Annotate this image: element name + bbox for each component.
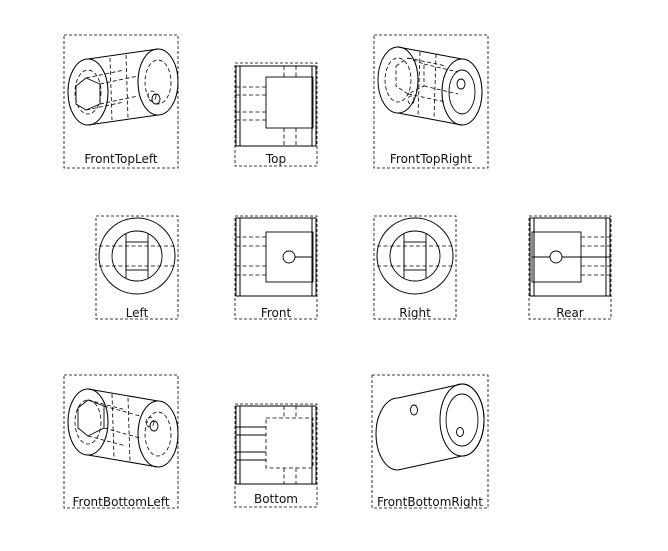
view-bottom[interactable]: Bottom [234, 403, 318, 508]
view-right[interactable]: Right [373, 215, 457, 320]
view-label: Top [265, 152, 286, 166]
view-frame [95, 215, 179, 320]
view-frame [234, 403, 318, 508]
iso-drawing [377, 46, 483, 126]
bottom-drawing [235, 405, 317, 485]
view-label: Left [126, 306, 149, 320]
view-label: FrontTopRight [390, 152, 472, 166]
rear-drawing [529, 217, 611, 297]
view-label: FrontTopLeft [84, 152, 157, 166]
view-frame [234, 215, 318, 320]
view-front-top-right[interactable]: FrontTopRight [373, 34, 489, 169]
view-label: Rear [556, 306, 584, 320]
view-front-bottom-right[interactable]: FrontBottomRight [371, 374, 489, 509]
view-frame [528, 215, 612, 320]
top-drawing [235, 65, 317, 147]
view-label: FrontBottomRight [377, 495, 483, 509]
view-frame [371, 374, 489, 509]
right-drawing [376, 217, 454, 295]
view-left[interactable]: Left [95, 215, 179, 320]
iso-drawing [375, 383, 485, 471]
view-label: Bottom [254, 492, 298, 506]
view-frame [63, 34, 179, 169]
view-top[interactable]: Top [234, 62, 318, 167]
iso-drawing [67, 388, 179, 468]
view-rear[interactable]: Rear [528, 215, 612, 320]
view-front[interactable]: Front [234, 215, 318, 320]
front-drawing [235, 217, 317, 297]
view-frame [234, 62, 318, 167]
view-label: Front [261, 306, 292, 320]
view-label: FrontBottomLeft [73, 495, 170, 509]
view-frame [373, 215, 457, 320]
iso-drawing [67, 48, 179, 126]
view-frame [373, 34, 489, 169]
view-label: Right [399, 306, 431, 320]
left-drawing [98, 217, 176, 295]
view-front-top-left[interactable]: FrontTopLeft [63, 34, 179, 169]
view-front-bottom-left[interactable]: FrontBottomLeft [63, 374, 179, 509]
